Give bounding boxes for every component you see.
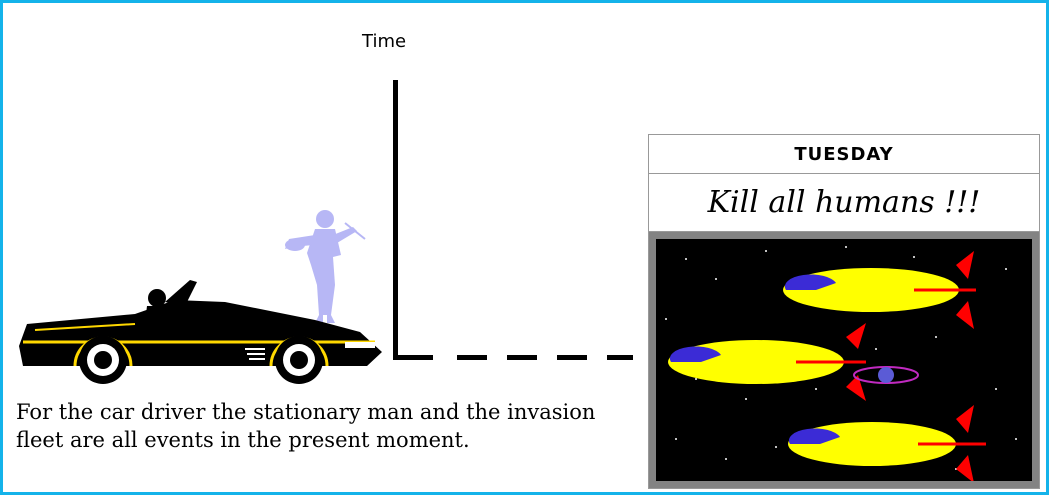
present-dash xyxy=(557,355,587,360)
present-dash xyxy=(507,355,537,360)
present-axis-line xyxy=(393,355,433,360)
calendar-page: TUESDAY Kill all humans !!! xyxy=(648,134,1040,489)
calendar-note: Kill all humans !!! xyxy=(649,174,1039,232)
time-axis-label: Time xyxy=(362,31,407,52)
time-axis-line xyxy=(393,80,398,360)
spaceship xyxy=(668,323,866,401)
car-illustration xyxy=(19,280,382,384)
invasion-scene xyxy=(649,232,1039,488)
spaceship xyxy=(783,251,976,329)
calendar-day: TUESDAY xyxy=(649,135,1039,174)
caption-text: For the car driver the stationary man an… xyxy=(16,400,596,452)
present-dash xyxy=(457,355,487,360)
space-background xyxy=(656,239,1032,483)
invasion-fleet xyxy=(665,246,1017,483)
spaceship xyxy=(788,405,986,483)
present-dash xyxy=(607,355,633,360)
planet xyxy=(853,366,919,384)
